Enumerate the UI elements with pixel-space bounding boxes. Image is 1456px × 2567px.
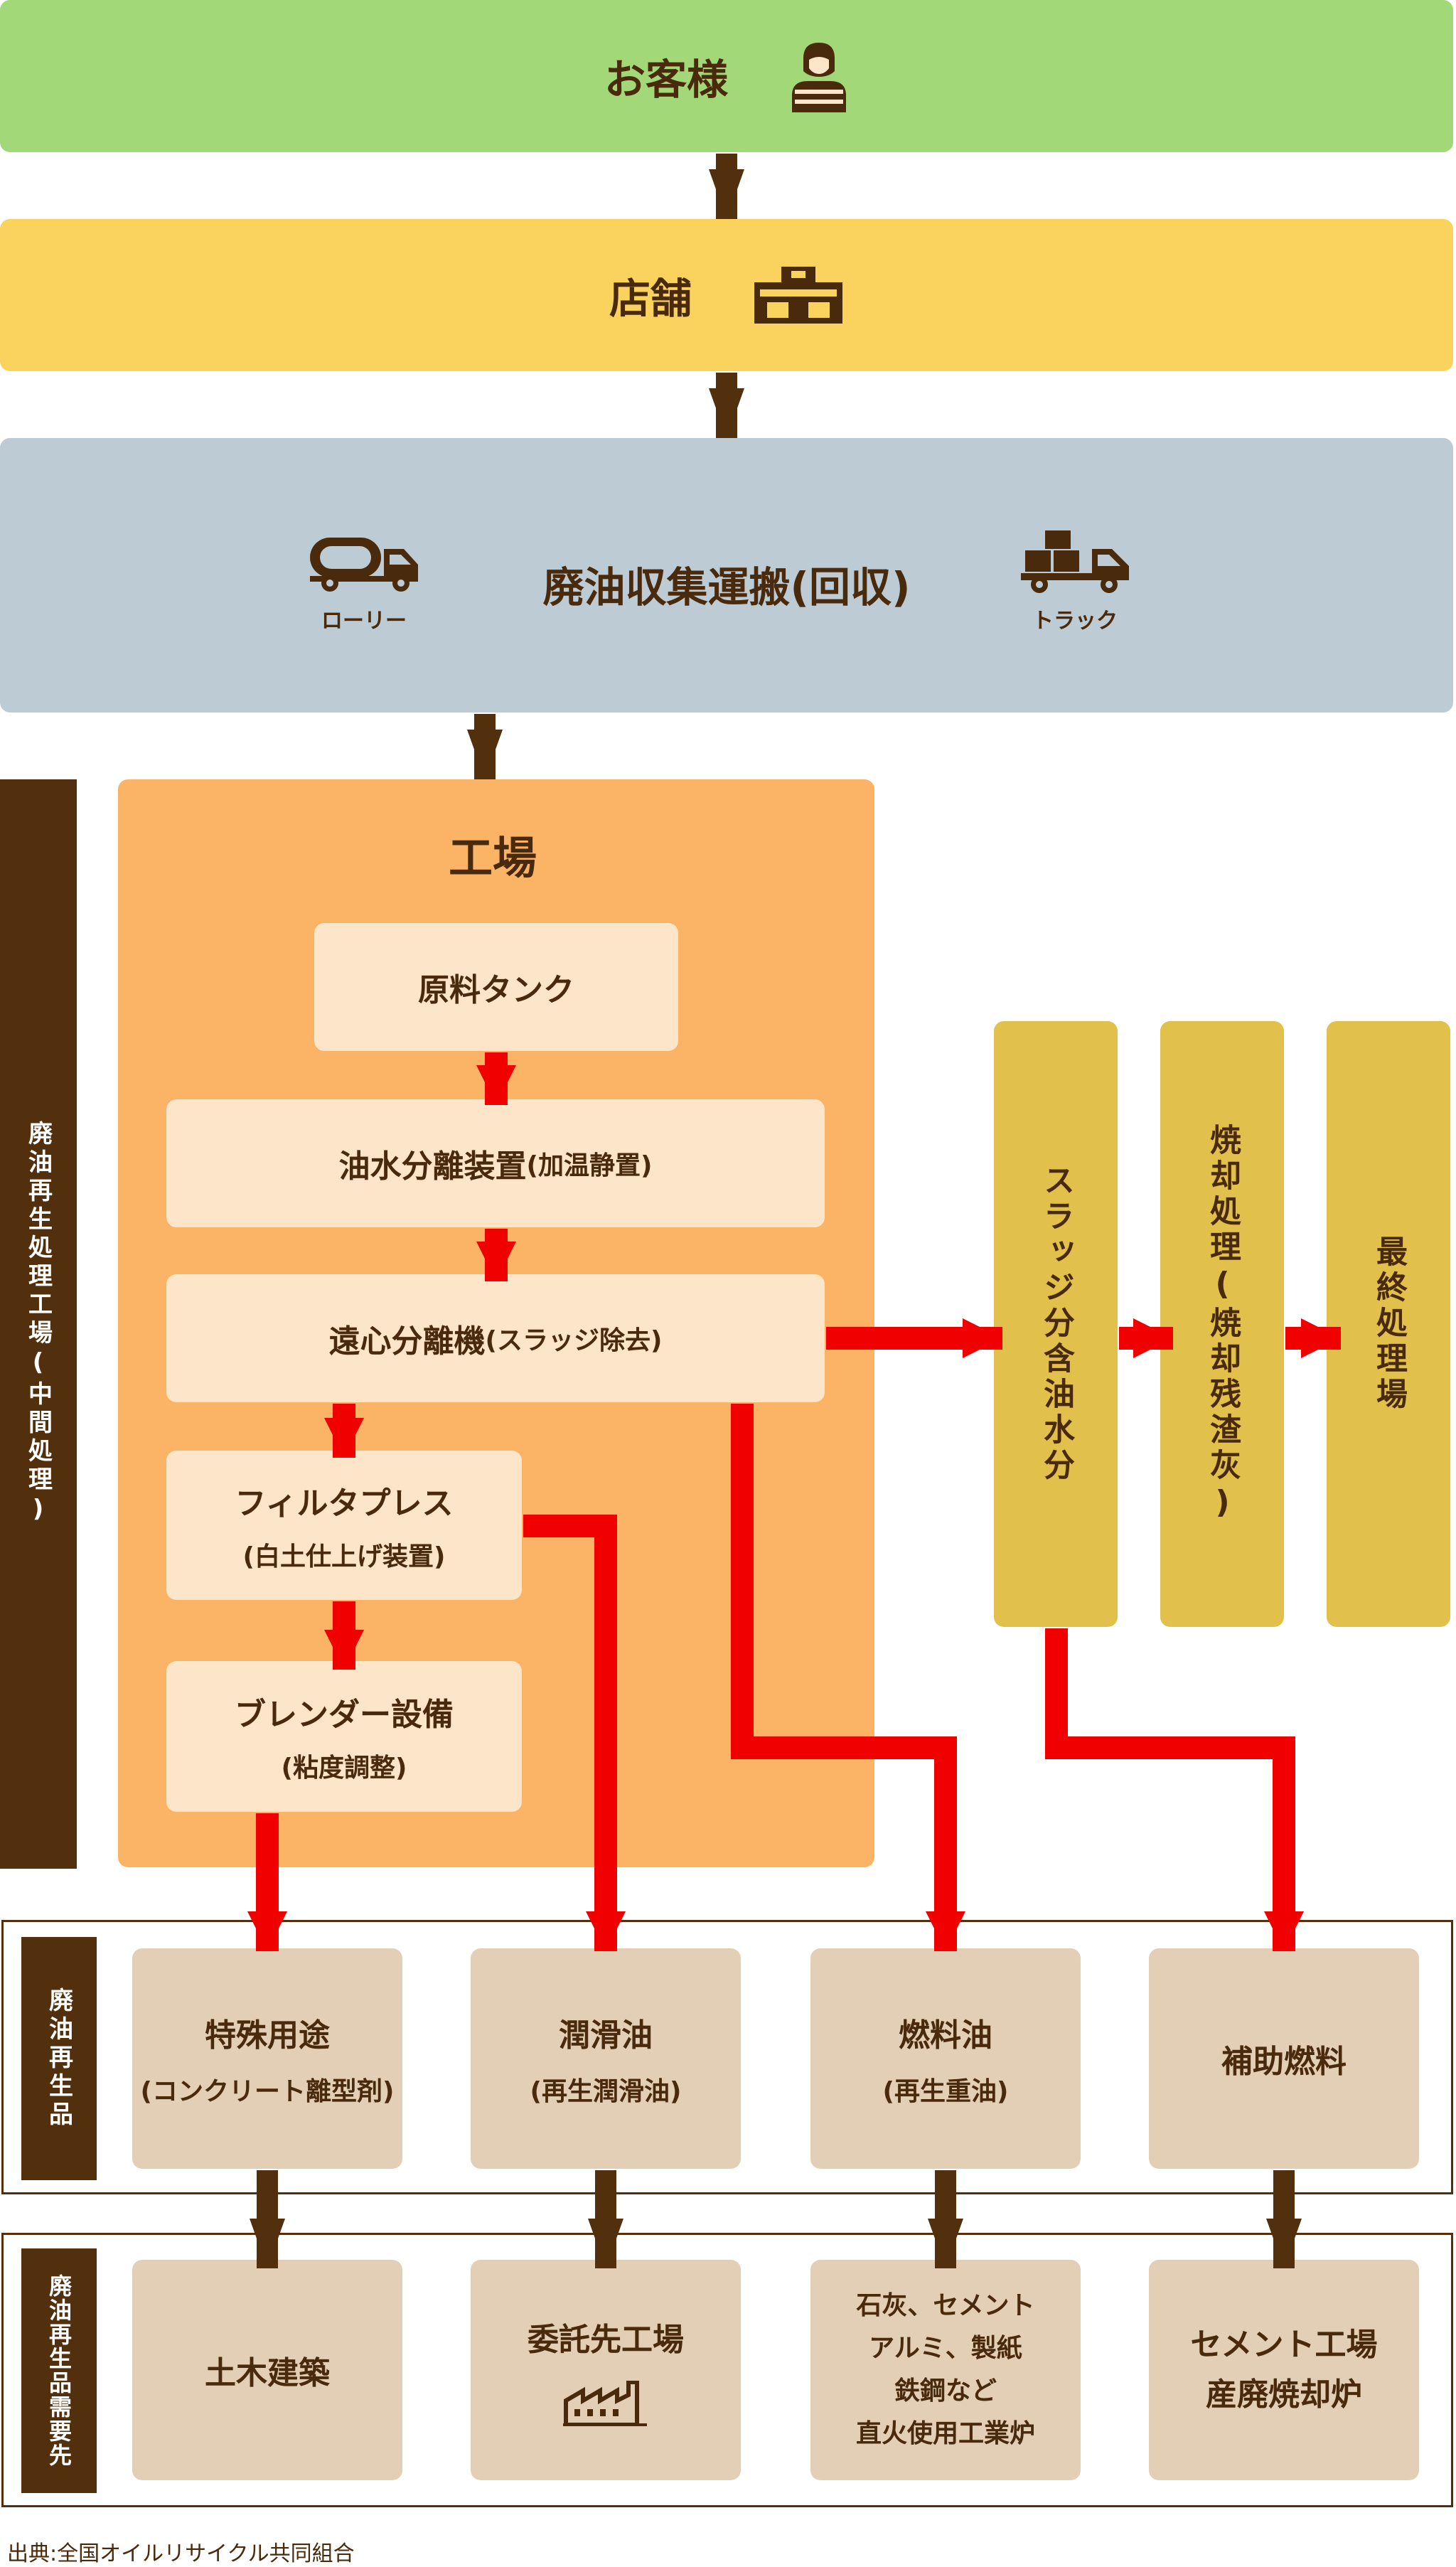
demand-cement-line-1: セメント工場 (1190, 2327, 1378, 2363)
product-special-note: (コンクリート離型剤) (140, 2077, 395, 2106)
product-special-box: 特殊用途 (コンクリート離型剤) (132, 1948, 402, 2169)
filter-name: フィルタプレス (235, 1485, 454, 1522)
final-disposal-label: 最終処理場 (1371, 1235, 1407, 1413)
factory-title: 工場 (448, 832, 537, 884)
demand-industry-line-2: アルミ、製紙 (869, 2334, 1022, 2363)
incineration-label: 焼却処理(焼却残渣灰) (1204, 1124, 1241, 1525)
demand-civil-label: 土木建築 (205, 2355, 330, 2391)
product-fuel-name: 燃料油 (899, 2017, 992, 2054)
demand-cement-line-2: 産廃焼却炉 (1206, 2376, 1362, 2413)
products-sidebar: 廃油再生品 (21, 1937, 97, 2180)
demand-contract-label: 委託先工場 (528, 2322, 684, 2358)
demand-industry-box: 石灰、セメント アルミ、製紙 鉄鋼など 直火使用工業炉 (810, 2260, 1081, 2480)
lorry-label: ローリー (321, 609, 407, 634)
demand-sidebar: 廃油再生品需要先 (21, 2248, 97, 2493)
arrow-sludge-to-aux-fuel (1045, 1628, 1304, 1951)
blender-box: ブレンダー設備 (粘度調整) (166, 1661, 522, 1812)
sludge-contains-label: スラッジ分含油水分 (1038, 1164, 1074, 1484)
collection-band: 廃油収集運搬(回収) ローリー トラック (0, 438, 1453, 713)
demand-industry-line-4: 直火使用工業炉 (855, 2419, 1035, 2448)
products-sidebar-label: 廃油再生品 (44, 1987, 73, 2130)
product-lubricant-box: 潤滑油 (再生潤滑油) (471, 1948, 741, 2169)
separator-note: (加温静置) (526, 1151, 653, 1180)
truck-icon (1021, 530, 1129, 593)
demand-frame (1, 2233, 1453, 2507)
lorry-icon (310, 538, 418, 592)
sludge-contains-box: スラッジ分含油水分 (994, 1021, 1118, 1627)
demand-civil-box: 土木建築 (132, 2260, 402, 2480)
centrifuge-name: 遠心分離機 (328, 1323, 486, 1360)
product-aux-fuel-name: 補助燃料 (1221, 2044, 1347, 2080)
product-special-name: 特殊用途 (205, 2017, 330, 2054)
demand-sidebar-label: 廃油再生品需要先 (46, 2274, 73, 2467)
blender-note: (粘度調整) (281, 1754, 407, 1783)
final-disposal-box: 最終処理場 (1327, 1021, 1450, 1627)
store-icon (754, 267, 842, 324)
incineration-box: 焼却処理(焼却残渣灰) (1160, 1021, 1284, 1627)
centrifuge-note: (スラッジ除去) (485, 1326, 663, 1355)
demand-cement-box: セメント工場 産廃焼却炉 (1149, 2260, 1419, 2480)
separator-name: 油水分離装置 (338, 1148, 527, 1185)
demand-industry-line-1: 石灰、セメント (856, 2291, 1035, 2320)
products-frame (1, 1920, 1453, 2194)
raw-tank-box: 原料タンク (314, 923, 678, 1051)
truck-label: トラック (1032, 609, 1118, 634)
product-aux-fuel-box: 補助燃料 (1149, 1948, 1419, 2169)
filter-note: (白土仕上げ装置) (242, 1542, 446, 1571)
customer-label: お客様 (604, 55, 728, 104)
customer-band: お客様 (0, 0, 1453, 152)
person-icon (792, 43, 846, 112)
centrifuge-box: 遠心分離機 (スラッジ除去) (166, 1274, 825, 1402)
blender-name: ブレンダー設備 (235, 1697, 454, 1733)
raw-tank-label: 原料タンク (418, 972, 574, 1008)
product-fuel-box: 燃料油 (再生重油) (810, 1948, 1081, 2169)
product-lubricant-note: (再生潤滑油) (530, 2077, 682, 2106)
store-band: 店舗 (0, 219, 1453, 371)
product-lubricant-name: 潤滑油 (559, 2017, 653, 2054)
store-label: 店舗 (609, 274, 692, 323)
factory-sidebar: 廃油再生処理工場(中間処理) (0, 779, 77, 1869)
demand-contract-box: 委託先工場 (471, 2260, 741, 2480)
collection-label: 廃油収集運搬(回収) (542, 563, 911, 612)
separator-box: 油水分離装置 (加温静置) (166, 1099, 825, 1227)
demand-industry-line-3: 鉄鋼など (894, 2376, 997, 2406)
factory-sidebar-label: 廃油再生処理工場(中間処理) (23, 1121, 53, 1527)
factory-icon (563, 2381, 647, 2426)
product-fuel-note: (再生重油) (882, 2077, 1009, 2106)
filter-box: フィルタプレス (白土仕上げ装置) (166, 1451, 522, 1600)
source-note: 出典:全国オイルリサイクル共同組合 (7, 2541, 355, 2566)
